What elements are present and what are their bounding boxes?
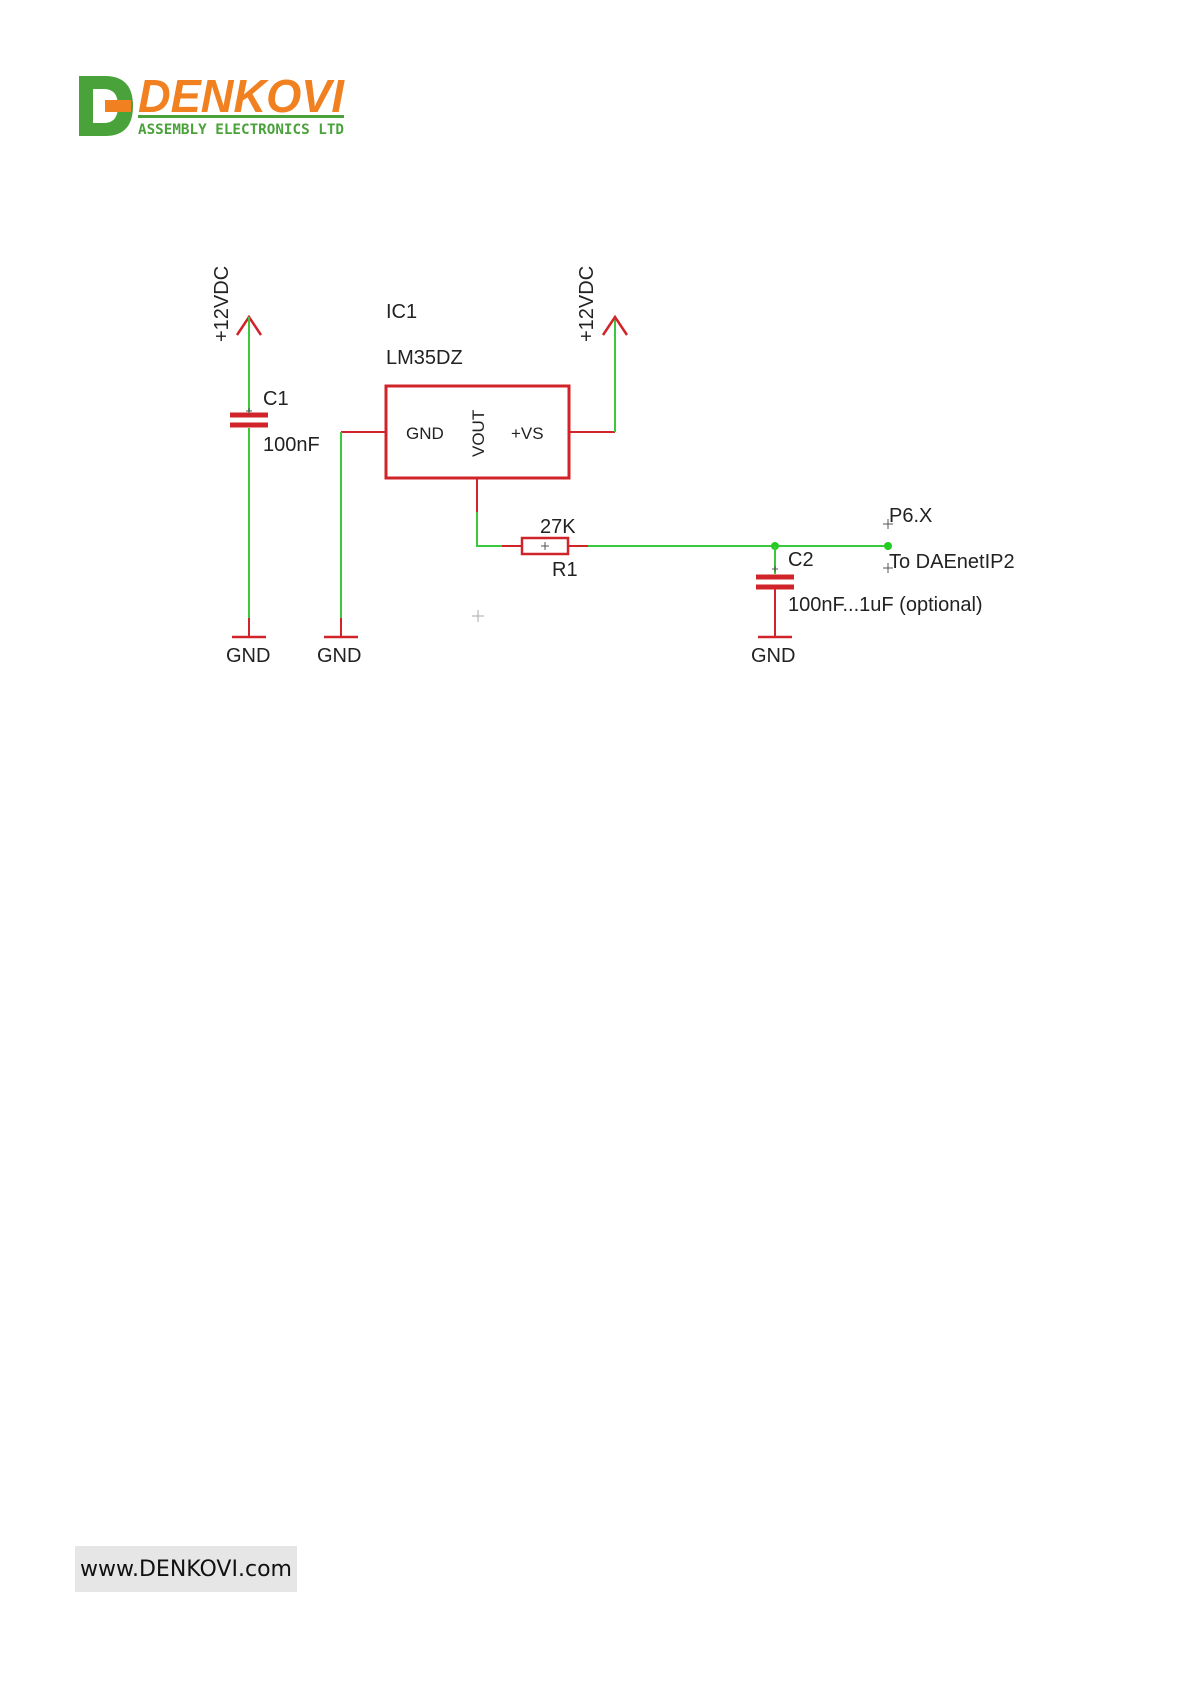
- port-name: P6.X: [889, 505, 932, 527]
- capacitor-c1: [230, 408, 268, 425]
- c2-value: 100nF...1uF (optional): [788, 594, 983, 616]
- ic-pin-gnd: GND: [406, 424, 444, 443]
- supply-label-right: +12VDC: [576, 266, 598, 342]
- c1-value: 100nF: [263, 434, 320, 456]
- c2-name: C2: [788, 549, 814, 571]
- gnd-symbol-2: [324, 618, 358, 637]
- port-target: To DAEnetIP2: [889, 551, 1015, 573]
- gnd-label-1: GND: [226, 645, 270, 667]
- ic-pin-vs: +VS: [511, 424, 544, 443]
- ic-pin-vout: VOUT: [469, 410, 488, 457]
- gnd-symbol-1: [232, 618, 266, 637]
- r1-name: R1: [552, 559, 578, 581]
- ic-part: LM35DZ: [386, 347, 463, 369]
- c1-name: C1: [263, 388, 289, 410]
- supply-label-left: +12VDC: [211, 266, 233, 342]
- gnd-label-2: GND: [317, 645, 361, 667]
- junction-port: [884, 542, 892, 550]
- footer-url[interactable]: www.DENKOVI.com: [75, 1546, 297, 1592]
- wire-vout-r1: [477, 512, 502, 546]
- ic-name: IC1: [386, 301, 417, 323]
- r1-value: 27K: [540, 516, 576, 538]
- gnd-label-3: GND: [751, 645, 795, 667]
- resistor-r1: [502, 538, 588, 554]
- origin-cross-marker: [472, 610, 484, 622]
